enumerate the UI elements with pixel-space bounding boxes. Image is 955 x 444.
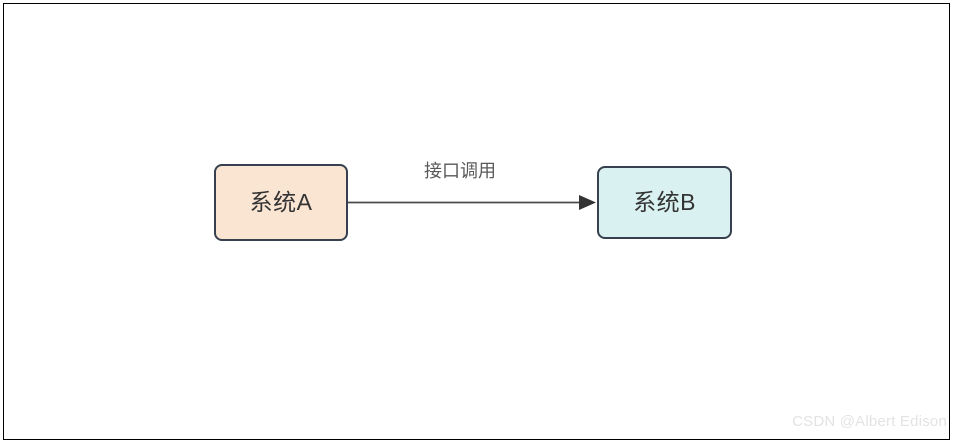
node-system-a-label: 系统A <box>249 189 313 215</box>
watermark: CSDN @Albert Edison <box>792 413 947 430</box>
node-system-b-label: 系统B <box>633 189 696 215</box>
node-system-b[interactable]: 系统B <box>597 166 732 239</box>
edge-label-interface-call: 接口调用 <box>424 161 496 181</box>
arrowhead-icon <box>579 195 596 210</box>
node-system-a[interactable]: 系统A <box>214 164 348 241</box>
